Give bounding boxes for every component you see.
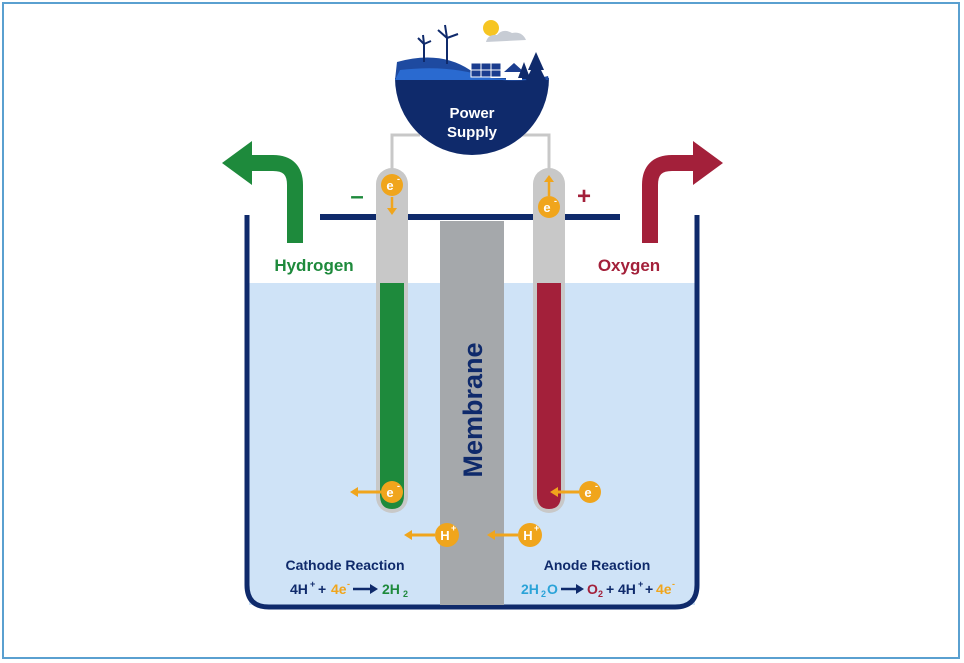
sun-icon bbox=[483, 20, 499, 36]
oxygen-arrow-icon bbox=[642, 155, 697, 243]
hydrogen-arrow-icon bbox=[248, 155, 303, 243]
power-supply-line1: Power bbox=[449, 105, 494, 122]
tank-lid bbox=[320, 214, 620, 220]
house-icon bbox=[504, 63, 524, 80]
svg-text:2H: 2H bbox=[382, 581, 400, 597]
svg-text:H: H bbox=[523, 528, 532, 543]
electron-anode-bottom: e - bbox=[550, 481, 601, 503]
oxygen-arrowhead-icon bbox=[693, 141, 723, 185]
wind-turbine-icon bbox=[417, 24, 459, 64]
svg-text:e: e bbox=[543, 200, 550, 215]
svg-text:+: + bbox=[310, 579, 315, 589]
cathode-electrode bbox=[376, 168, 408, 513]
oxygen-label: Oxygen bbox=[598, 256, 660, 275]
anode-electrode bbox=[533, 168, 565, 513]
svg-text:2: 2 bbox=[403, 589, 408, 599]
svg-text:+: + bbox=[534, 523, 539, 533]
power-supply-badge bbox=[395, 78, 549, 155]
hydrogen-arrowhead-icon bbox=[222, 141, 252, 185]
svg-text:e: e bbox=[386, 178, 393, 193]
hydrogen-label: Hydrogen bbox=[274, 256, 353, 275]
svg-text:4H: 4H bbox=[618, 581, 636, 597]
cloud-icon bbox=[486, 30, 526, 42]
svg-text:O: O bbox=[547, 581, 558, 597]
svg-text:-: - bbox=[397, 174, 400, 184]
svg-text:+: + bbox=[645, 581, 653, 597]
svg-text:-: - bbox=[347, 579, 350, 589]
svg-text:+: + bbox=[638, 579, 643, 589]
cathode-reaction-title: Cathode Reaction bbox=[285, 557, 404, 573]
svg-text:H: H bbox=[440, 528, 449, 543]
electrolysis-tank bbox=[244, 215, 700, 610]
anode-terminal-sign: + bbox=[577, 183, 591, 210]
anode-reaction-equation: 2H 2 O O 2 + 4H + + 4e - bbox=[521, 579, 675, 599]
svg-text:2: 2 bbox=[598, 589, 603, 599]
svg-text:+: + bbox=[318, 581, 326, 597]
svg-text:4e: 4e bbox=[331, 581, 347, 597]
svg-text:e: e bbox=[386, 485, 393, 500]
electron-cathode-bottom: e - bbox=[350, 481, 403, 503]
cathode-wire bbox=[390, 133, 420, 170]
svg-text:2: 2 bbox=[541, 589, 546, 599]
power-supply-line2: Supply bbox=[447, 124, 498, 141]
anode-reaction-title: Anode Reaction bbox=[544, 557, 651, 573]
electron-cathode-top: e - bbox=[381, 174, 403, 215]
proton-anode-side: H + bbox=[487, 523, 542, 547]
svg-text:4H: 4H bbox=[290, 581, 308, 597]
svg-text:-: - bbox=[397, 481, 400, 491]
svg-text:+: + bbox=[451, 523, 456, 533]
svg-text:e: e bbox=[584, 485, 591, 500]
svg-text:-: - bbox=[595, 481, 598, 491]
svg-text:+: + bbox=[606, 581, 614, 597]
svg-text:2H: 2H bbox=[521, 581, 539, 597]
anode-wire bbox=[522, 133, 551, 170]
cathode-terminal-sign: – bbox=[350, 183, 363, 210]
electron-anode-top: e - bbox=[538, 175, 560, 218]
membrane-label: Membrane bbox=[458, 342, 488, 477]
solar-panel-icon bbox=[470, 62, 502, 78]
power-supply: Power Supply bbox=[395, 20, 549, 155]
svg-text:-: - bbox=[672, 579, 675, 589]
svg-text:O: O bbox=[587, 581, 598, 597]
tree-icon bbox=[518, 52, 546, 80]
svg-text:-: - bbox=[554, 196, 557, 206]
proton-cathode-side: H + bbox=[404, 523, 459, 547]
cathode-reaction-equation: 4H + + 4e - 2H 2 bbox=[290, 579, 408, 599]
svg-text:4e: 4e bbox=[656, 581, 672, 597]
